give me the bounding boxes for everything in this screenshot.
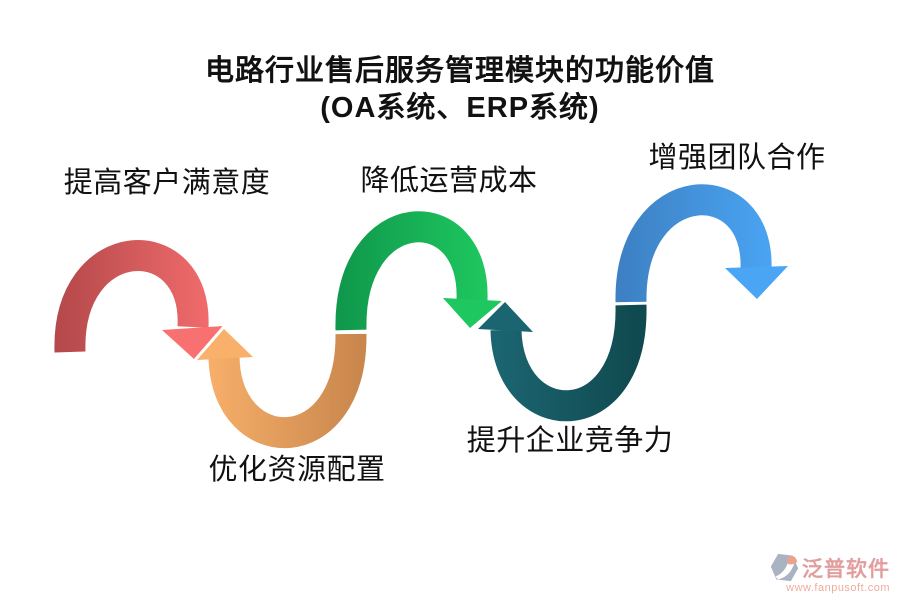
label-improve-customer-satisfaction: 提高客户满意度 — [63, 167, 271, 199]
watermark-brand: 泛普软件 — [802, 557, 890, 581]
arrowhead-down-blue — [725, 266, 788, 299]
arrowhead-up-orange — [197, 329, 253, 360]
arrowhead-up-teal — [478, 302, 533, 332]
arc-step-4-teal — [471, 297, 651, 426]
arc-step-3-green — [331, 207, 510, 333]
arc-step-1-red — [50, 236, 232, 364]
logo-petal — [787, 555, 798, 565]
arc-step-5-blue — [611, 180, 796, 304]
watermark-url: www.fanpusoft.com — [786, 582, 890, 594]
arrowhead-down-green — [443, 298, 502, 328]
label-reduce-operating-costs: 降低运营成本 — [360, 165, 538, 197]
label-enhance-competitiveness: 提升企业竞争力 — [466, 425, 674, 457]
label-optimize-resource-allocation: 优化资源配置 — [208, 454, 386, 486]
page-title: 电路行业售后服务管理模块的功能价值 (OA系统、ERP系统) — [20, 53, 900, 127]
arc-step-2-orange — [190, 324, 371, 453]
title-line-1: 电路行业售后服务管理模块的功能价值 — [204, 55, 715, 87]
arrowhead-down-red — [162, 326, 224, 359]
label-strengthen-teamwork: 增强团队合作 — [648, 142, 826, 174]
fanpu-logo-icon — [770, 553, 799, 582]
title-line-2: (OA系统、ERP系统) — [320, 92, 600, 124]
watermark: 泛普软件 www.fanpusoft.com — [769, 552, 890, 594]
